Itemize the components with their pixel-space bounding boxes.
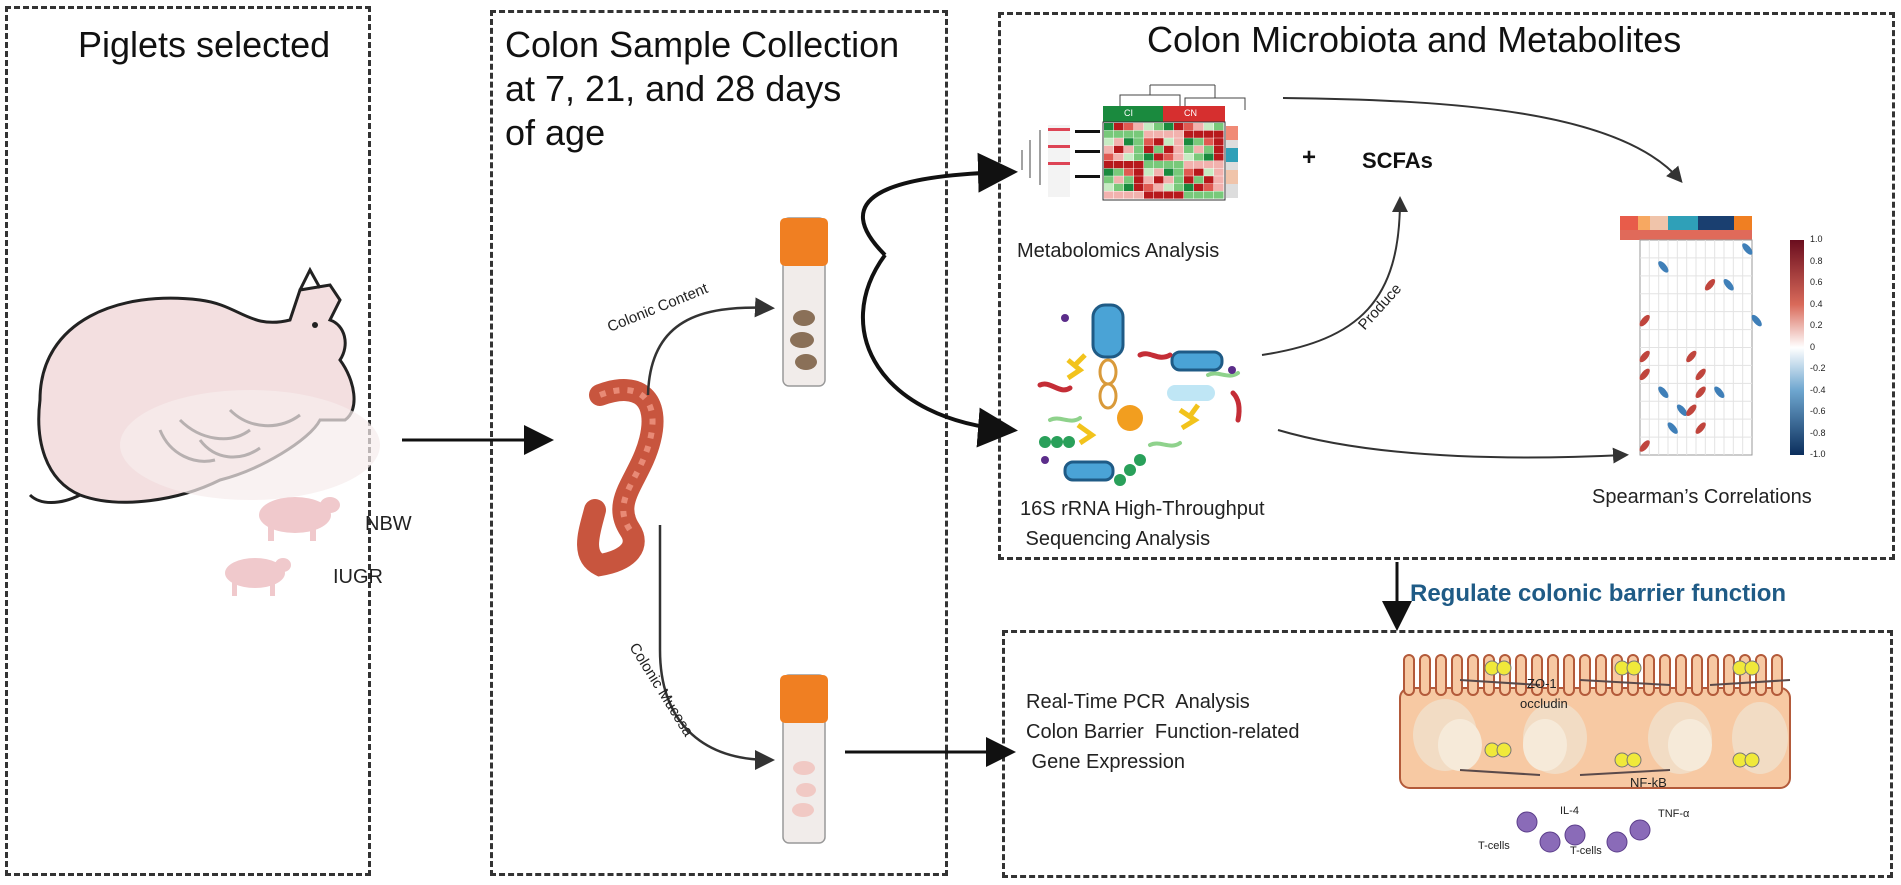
plus-sign: + bbox=[1302, 144, 1317, 171]
colorbar-tick: -0.6 bbox=[1810, 406, 1826, 416]
panel2-title-line2: at 7, 21, and 28 days bbox=[505, 68, 842, 109]
gene-expression-line1: Real-Time PCR Analysis bbox=[1026, 691, 1250, 713]
tnf-label: TNF-α bbox=[1658, 808, 1690, 820]
group-iugr-label: IUGR bbox=[333, 566, 383, 588]
iugr-pig-icon bbox=[225, 558, 291, 596]
panel-microbiota bbox=[998, 12, 1895, 560]
colorbar-tick: -0.8 bbox=[1810, 427, 1826, 438]
tcells-label-1: T-cells bbox=[1478, 840, 1510, 852]
arrow-metabolomics-to-correlation bbox=[1282, 97, 1683, 184]
colorbar-tick: 0.4 bbox=[1810, 298, 1823, 309]
nbw-pig-icon bbox=[259, 497, 340, 541]
colorbar-tick: 0.6 bbox=[1810, 277, 1823, 287]
gene-expression-line2: Colon Barrier Function-related bbox=[1026, 721, 1300, 743]
colorbar-tick: -0.2 bbox=[1810, 363, 1826, 373]
nfkb-label: NF-kB bbox=[1630, 775, 1667, 790]
colon-illustration bbox=[577, 379, 664, 577]
panel2-title-line1: Colon Sample Collection bbox=[505, 24, 900, 65]
heatmap-group-ci: CI bbox=[1124, 108, 1133, 118]
sample-tube-mucosa bbox=[780, 674, 828, 844]
zo1-label: ZO-1 bbox=[1527, 676, 1557, 691]
panel-sample-collection bbox=[490, 10, 948, 876]
sequencing-label-line2: Sequencing Analysis bbox=[1020, 528, 1211, 550]
epithelium-illustration bbox=[1399, 654, 1791, 853]
group-nbw-label: NBW bbox=[365, 513, 412, 535]
arrow-colonic-mucosa bbox=[658, 525, 775, 770]
heatmap-group-cn: CN bbox=[1184, 108, 1197, 118]
colorbar-tick: 1.0 bbox=[1810, 234, 1823, 244]
arrow-to-sequencing bbox=[860, 253, 1018, 448]
sequencing-label-line1: 16S rRNA High-Throughput bbox=[1020, 498, 1265, 520]
occludin-label: occludin bbox=[1520, 696, 1568, 711]
correlation-plot bbox=[1620, 216, 1804, 456]
arrow-to-metabolomics bbox=[861, 152, 1018, 257]
colorbar-tick: 0.2 bbox=[1810, 320, 1823, 330]
tcells-label-2: T-cells bbox=[1570, 845, 1602, 857]
arrow-colonic-content bbox=[646, 297, 775, 396]
colorbar-tick: -0.4 bbox=[1810, 384, 1826, 395]
regulate-label: Regulate colonic barrier function bbox=[1410, 580, 1787, 607]
spearman-label: Spearman’s Correlations bbox=[1592, 486, 1812, 508]
il4-label: IL-4 bbox=[1560, 805, 1579, 817]
panel1-title: Piglets selected bbox=[78, 24, 331, 65]
scfas-label: SCFAs bbox=[1362, 148, 1433, 173]
arrow-sequencing-to-correlation bbox=[1277, 429, 1629, 464]
microbiota-illustration bbox=[1037, 303, 1242, 486]
metabolomics-label: Metabolomics Analysis bbox=[1017, 240, 1220, 262]
colorbar-tick: 0 bbox=[1810, 341, 1816, 352]
gene-expression-line3: Gene Expression bbox=[1026, 751, 1185, 773]
sample-tube-content bbox=[780, 217, 828, 387]
colorbar-tick: -1.0 bbox=[1810, 449, 1826, 459]
panel2-title-line3: of age bbox=[505, 112, 606, 153]
panel3-title: Colon Microbiota and Metabolites bbox=[1147, 19, 1682, 60]
metabolomics-heatmap bbox=[1021, 84, 1246, 201]
sow-illustration bbox=[28, 266, 380, 504]
colorbar-tick: 0.8 bbox=[1810, 255, 1823, 266]
arrow-produce-scfas bbox=[1261, 196, 1408, 356]
